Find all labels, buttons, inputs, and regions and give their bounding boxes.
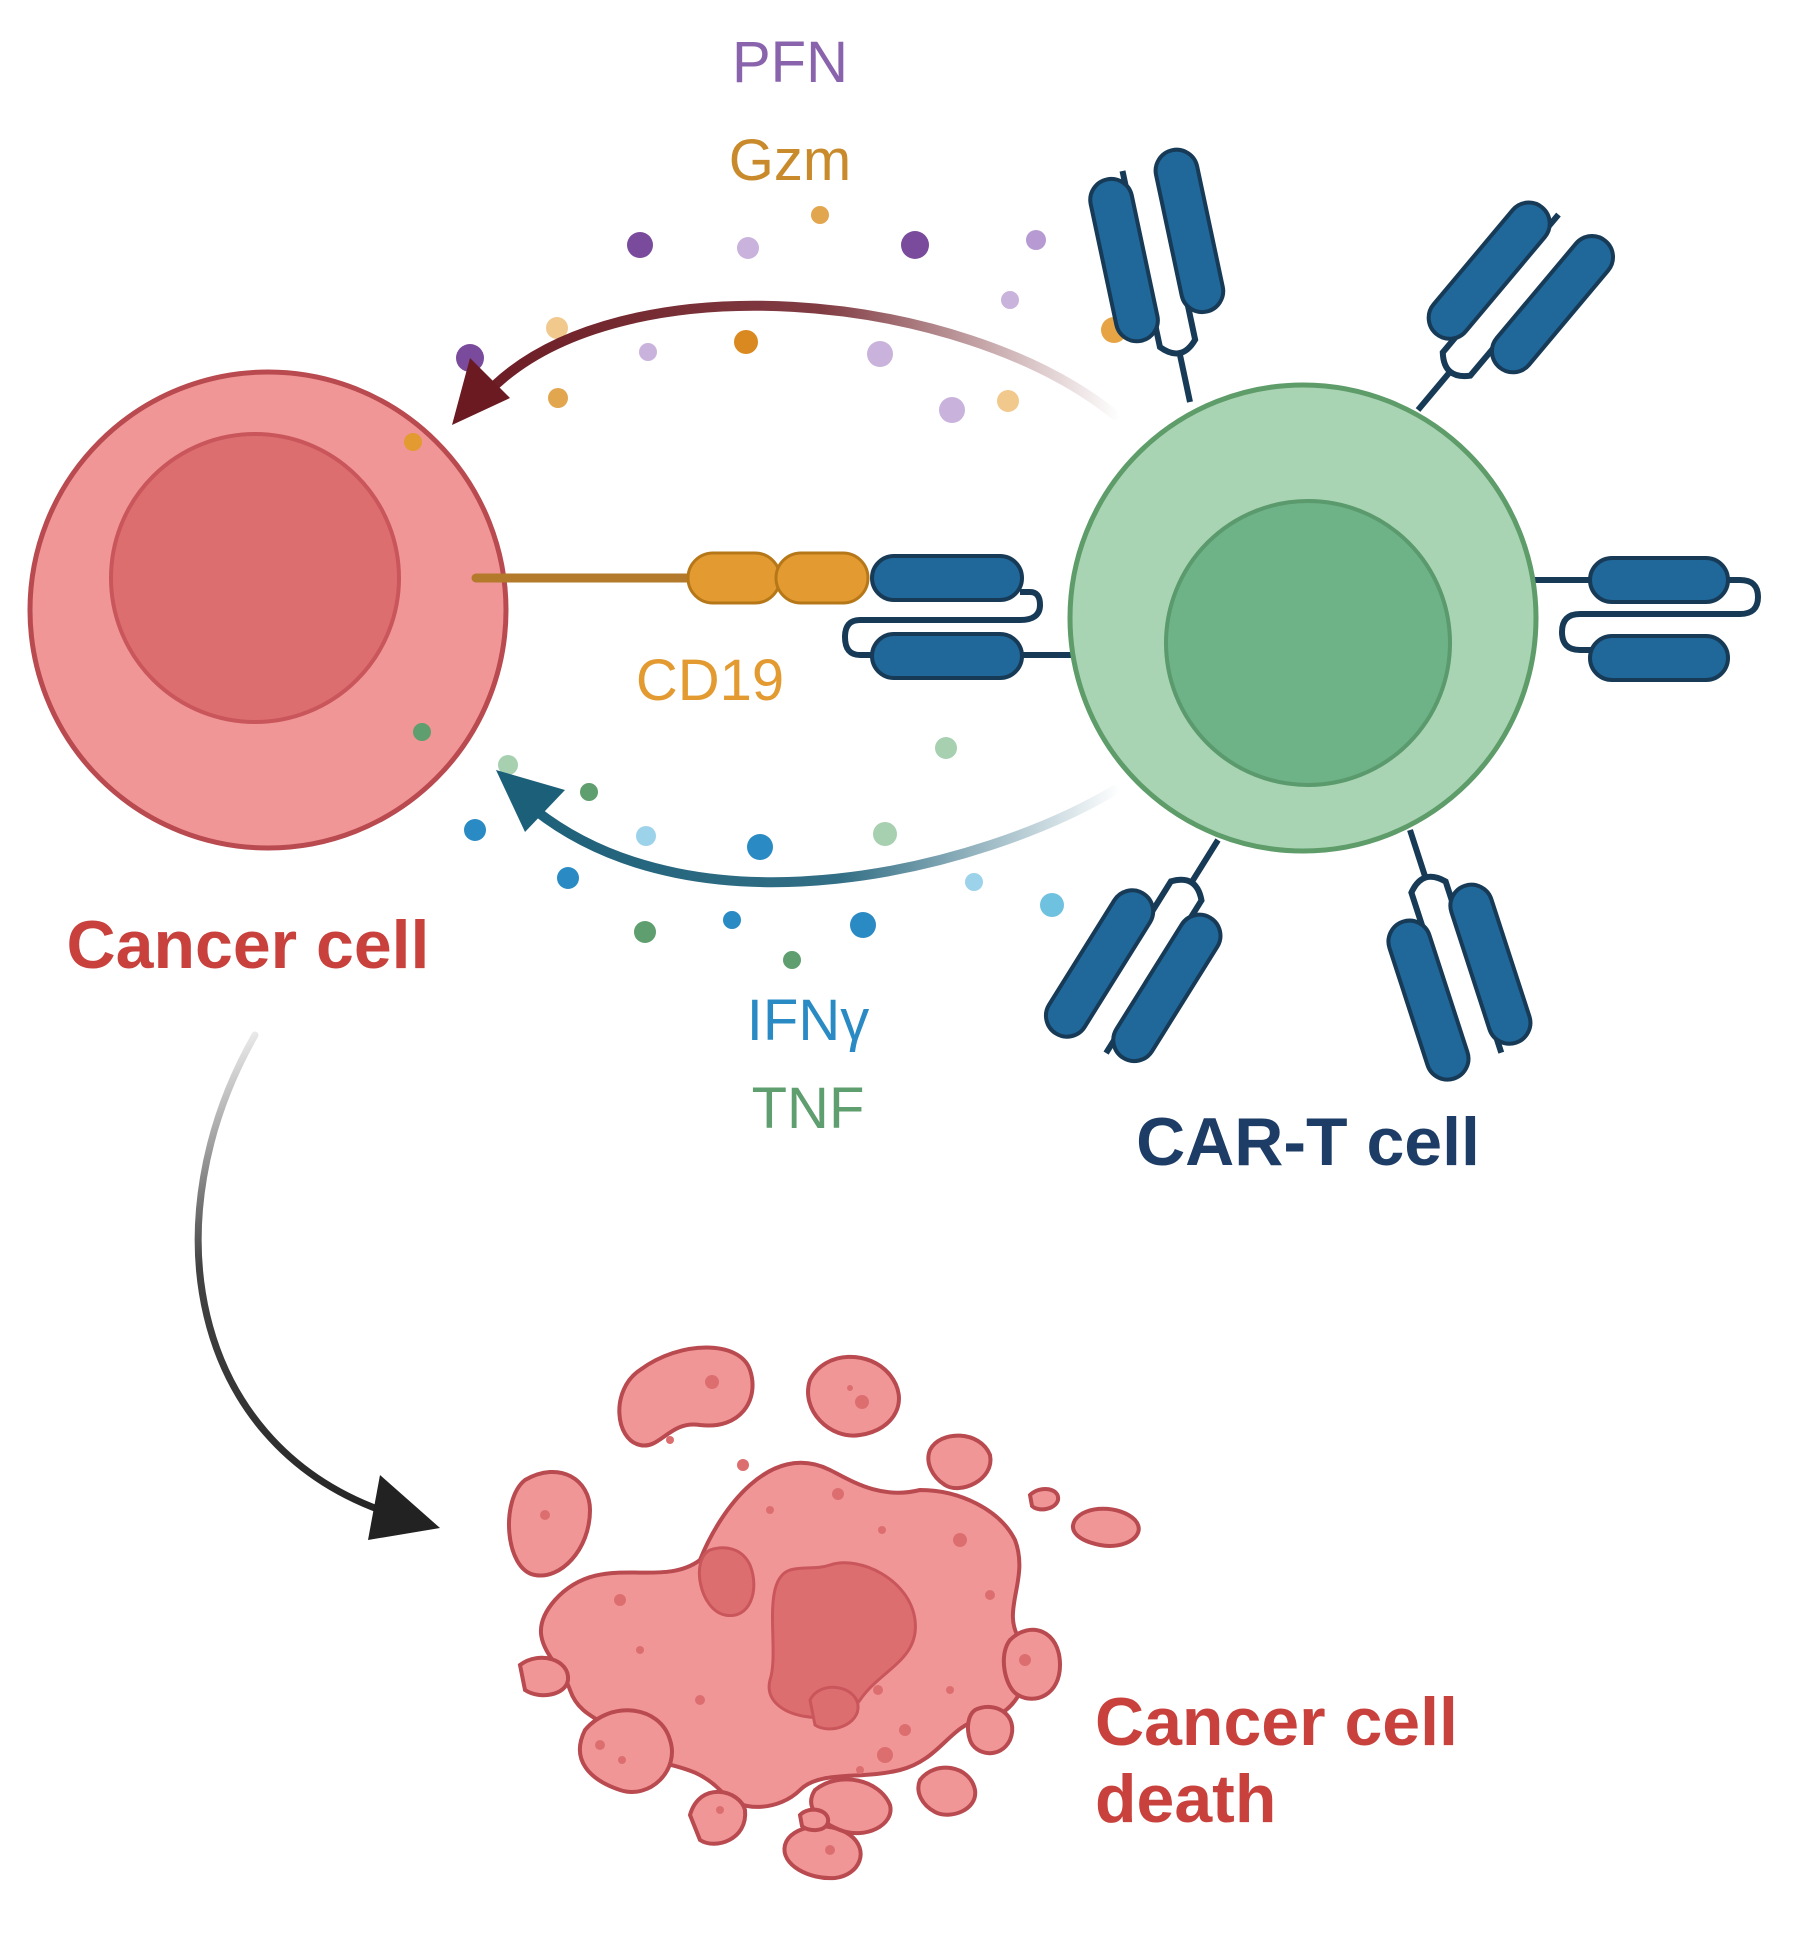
car-receptor-bound	[841, 554, 1075, 680]
cancer-cell	[27, 369, 509, 851]
tnf-particle	[498, 755, 518, 775]
pfn-gzm-particles	[456, 206, 1127, 423]
car-receptor	[1357, 813, 1541, 1085]
ifng-particle	[1040, 893, 1064, 917]
cytokine-arrow	[496, 770, 1120, 888]
pfn-label: PFN	[732, 30, 848, 95]
gzm-particle	[548, 388, 568, 408]
ifng-particle	[965, 873, 983, 891]
cancer-cell-death-label-line1: Cancer cell	[1095, 1684, 1458, 1760]
pfn-particle	[639, 343, 657, 361]
pfn-particle	[627, 232, 653, 258]
cancer-cell-nucleus	[109, 432, 401, 724]
cancer-cell-label: Cancer cell	[67, 907, 430, 983]
dying-cell-speckles	[540, 1375, 1031, 1855]
gzm-particle	[734, 330, 758, 354]
car-t-cell-label: CAR-T cell	[1136, 1104, 1480, 1180]
tnf-label: TNF	[752, 1076, 865, 1141]
cytotoxic-arrow	[452, 300, 1120, 425]
cancer-cell-death-label-line2: death	[1095, 1761, 1276, 1837]
pfn-particle	[939, 397, 965, 423]
ifng-particle	[464, 819, 486, 841]
ifng-particle	[557, 867, 579, 889]
tnf-particle	[413, 723, 431, 741]
car-t-cell-nucleus	[1164, 499, 1452, 787]
gzm-particle	[404, 433, 422, 451]
pfn-particle	[1026, 230, 1046, 250]
car-receptor	[1375, 182, 1621, 446]
gzm-particle	[811, 206, 829, 224]
pfn-particle	[867, 341, 893, 367]
cd19-antigen	[471, 551, 870, 605]
ifng-particle	[636, 826, 656, 846]
tnf-particle	[580, 783, 598, 801]
cd19-label: CD19	[636, 648, 784, 713]
pfn-particle	[737, 237, 759, 259]
death-arrow	[194, 1031, 440, 1540]
ifng-particle	[723, 911, 741, 929]
tnf-particle	[873, 822, 897, 846]
car-receptor	[1083, 146, 1245, 414]
pfn-particle	[1001, 291, 1019, 309]
ifng-tnf-particles	[464, 737, 1064, 969]
gzm-label: Gzm	[729, 128, 851, 193]
pfn-particle	[901, 231, 929, 259]
tnf-particle	[783, 951, 801, 969]
car-receptor	[1038, 810, 1265, 1081]
tnf-particle	[935, 737, 957, 759]
gzm-particle	[546, 317, 568, 339]
tnf-particle	[634, 921, 656, 943]
gzm-particle	[997, 390, 1019, 412]
dying-cell-fragments-inner	[697, 1546, 917, 1731]
ifng-label: IFNγ	[747, 988, 869, 1053]
car-receptor-right	[1535, 556, 1762, 682]
ifng-particle	[747, 834, 773, 860]
car-t-cell	[1067, 382, 1539, 854]
ifng-particle	[850, 912, 876, 938]
